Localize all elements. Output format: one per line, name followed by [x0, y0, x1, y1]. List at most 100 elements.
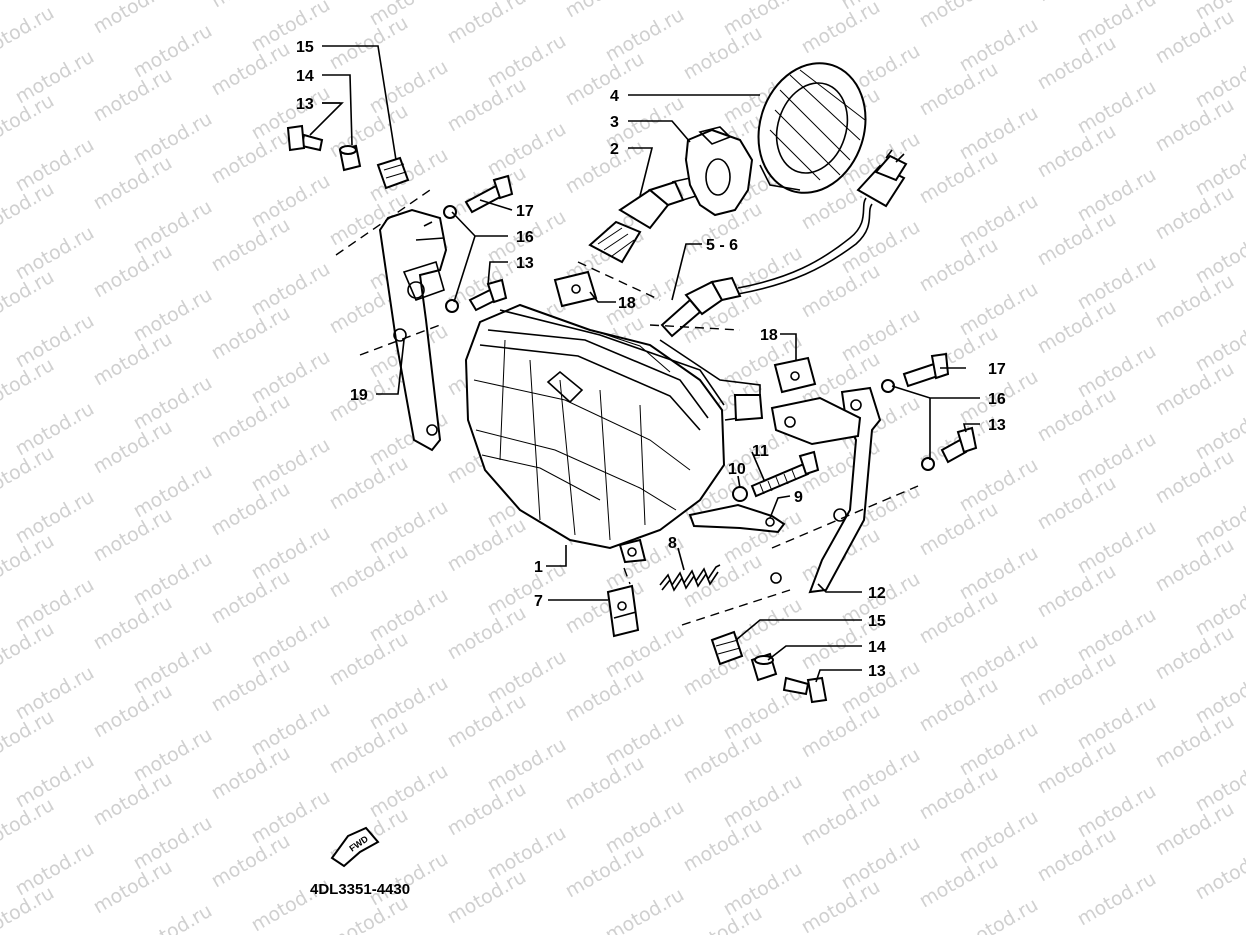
left-stay-bracket-part-19 — [378, 208, 448, 452]
watermark-text: motod.ru — [1034, 560, 1120, 623]
watermark-text: motod.ru — [916, 850, 1002, 913]
watermark-text: motod.ru — [1034, 32, 1120, 95]
bolt-part-13-top — [286, 124, 324, 152]
watermark-text: motod.ru — [1074, 76, 1160, 139]
watermark-text: motod.ru — [1152, 6, 1238, 69]
bolt-part-13-left — [468, 278, 508, 312]
watermark-text: motod.ru — [720, 858, 806, 921]
watermark-text: motod.ru — [484, 822, 570, 885]
watermark-text: motod.ru — [208, 830, 294, 893]
bulb-holder-part-3 — [684, 126, 754, 217]
watermark-text: motod.ru — [1074, 0, 1160, 50]
clip-part-7 — [606, 584, 640, 638]
watermark-text: motod.ru — [484, 734, 570, 797]
rubber-cover-part-4 — [757, 62, 867, 194]
watermark-text: motod.ru — [956, 806, 1042, 869]
watermark-text: motod.ru — [838, 832, 924, 895]
collar-part-14-bottom — [750, 652, 778, 682]
watermark-text: motod.ru — [130, 20, 216, 83]
watermark-text: motod.ru — [12, 222, 98, 285]
watermark-text: motod.ru — [12, 310, 98, 373]
callout-1: 1 — [534, 559, 543, 576]
watermark-text: motod.ru — [680, 726, 766, 789]
watermark-text: motod.ru — [1152, 446, 1238, 509]
watermark-text: motod.ru — [12, 46, 98, 109]
adjusting-screw-part-11 — [750, 450, 820, 498]
watermark-text: motod.ru — [720, 770, 806, 833]
callout-10: 10 — [728, 461, 746, 478]
watermark-text: motod.ru — [680, 550, 766, 613]
watermark-text: motod.ru — [326, 452, 412, 515]
watermark-text: motod.ru — [444, 0, 530, 48]
watermark-text: motod.ru — [602, 884, 688, 935]
watermark-text: motod.ru — [838, 216, 924, 279]
callout-18-left: 18 — [618, 295, 636, 312]
watermark-text: motod.ru — [208, 742, 294, 805]
watermark-text: motod.ru — [562, 48, 648, 111]
watermark-text: motod.ru — [130, 548, 216, 611]
bolt-part-17-left — [464, 174, 514, 214]
callout-2: 2 — [610, 141, 619, 158]
callout-17-left: 17 — [516, 203, 534, 220]
watermark-text: motod.ru — [956, 542, 1042, 605]
watermark-text: motod.ru — [366, 56, 452, 119]
watermark-text: motod.ru — [0, 354, 58, 417]
watermark-text: motod.ru — [798, 788, 884, 851]
watermark-text: motod.ru — [90, 856, 176, 919]
callout-13-bottom: 13 — [868, 663, 886, 680]
watermark-text: motod.ru — [366, 584, 452, 647]
watermark-text: motod.ru — [130, 108, 216, 171]
watermark-text: motod.ru — [0, 178, 58, 241]
watermark-text: motod.ru — [248, 170, 334, 233]
watermark-text: motod.ru — [562, 752, 648, 815]
watermark-text: motod.ru — [130, 460, 216, 523]
watermark-text: motod.ru — [444, 690, 530, 753]
watermark-text: motod.ru — [0, 266, 58, 329]
callout-13-left: 13 — [516, 255, 534, 272]
watermark-text: motod.ru — [366, 848, 452, 911]
watermark-text: motod.ru — [130, 284, 216, 347]
watermark-text: motod.ru — [0, 90, 58, 153]
watermark-text: motod.ru — [484, 558, 570, 621]
watermark-text: motod.ru — [90, 592, 176, 655]
watermark-text: motod.ru — [366, 496, 452, 559]
watermark-text: motod.ru — [326, 100, 412, 163]
watermark-text: motod.ru — [484, 30, 570, 93]
watermark-text: motod.ru — [1034, 824, 1120, 887]
watermark-text: motod.ru — [248, 698, 334, 761]
watermark-text: motod.ru — [680, 22, 766, 85]
watermark-text: motod.ru — [208, 126, 294, 189]
watermark-text: motod.ru — [248, 786, 334, 849]
callout-13-right: 13 — [988, 417, 1006, 434]
watermark-text: motod.ru — [1034, 208, 1120, 271]
watermark-text: motod.ru — [130, 900, 216, 935]
clip-nut-part-18-right — [773, 356, 817, 394]
watermark-text: motod.ru — [90, 416, 176, 479]
watermark-text: motod.ru — [0, 442, 58, 505]
watermark-text: motod.ru — [208, 478, 294, 541]
watermark-text: motod.ru — [90, 328, 176, 391]
watermark-text: motod.ru — [1074, 780, 1160, 843]
watermark-text: motod.ru — [12, 574, 98, 637]
callout-18-right: 18 — [760, 327, 778, 344]
watermark-text: motod.ru — [366, 144, 452, 207]
watermark-text: motod.ru — [208, 566, 294, 629]
spring-part-8 — [659, 564, 721, 592]
watermark-text: motod.ru — [916, 234, 1002, 297]
watermark-text: motod.ru — [90, 0, 176, 38]
right-stay-bracket-part-12 — [770, 386, 882, 594]
watermark-text: motod.ru — [248, 0, 334, 56]
leader-lines — [309, 45, 980, 683]
watermark-text: motod.ru — [1152, 270, 1238, 333]
callout-9: 9 — [794, 489, 803, 506]
watermark-text: motod.ru — [12, 662, 98, 725]
watermark-text: motod.ru — [680, 814, 766, 877]
collar-part-14-top — [338, 144, 362, 172]
damper-part-15-top — [376, 156, 410, 190]
watermark-text: motod.ru — [208, 38, 294, 101]
watermark-text: motod.ru — [798, 700, 884, 763]
watermark-text: motod.ru — [326, 540, 412, 603]
watermark-text: motod.ru — [90, 504, 176, 567]
washer-part-16-right — [881, 379, 935, 471]
watermark-text: motod.ru — [956, 630, 1042, 693]
